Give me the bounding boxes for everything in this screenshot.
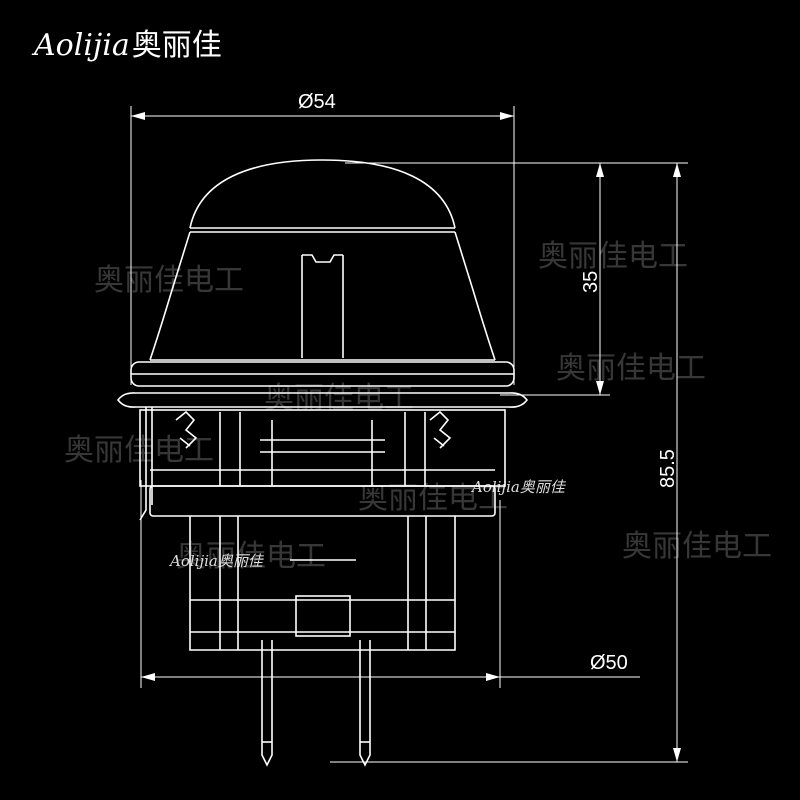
dimension-total-height: 85.5 — [330, 162, 688, 763]
dimension-top-diameter: Ø54 — [130, 91, 515, 385]
lamp-dome — [189, 159, 456, 229]
small-watermark: Aolijia奥丽佳 — [168, 552, 265, 570]
watermark: 奥丽佳电工 — [64, 433, 214, 468]
dimension-label-top-diameter: Ø54 — [298, 91, 336, 113]
brand-logo: Aolijia奥丽佳 — [34, 20, 222, 64]
dimension-label-total-height: 85.5 — [657, 449, 679, 488]
dimension-bottom-diameter: Ø50 — [140, 480, 640, 688]
dimension-label-dome-height: 35 — [580, 271, 602, 293]
dimension-label-bottom-diameter: Ø50 — [590, 652, 628, 674]
dimension-dome-height: 35 — [345, 162, 610, 396]
small-watermark: Aolijia奥丽佳 — [470, 478, 567, 496]
brand-cjk: 奥丽佳 — [131, 28, 222, 63]
lamp-flange — [116, 392, 529, 408]
lamp-drawing — [116, 159, 529, 767]
watermark: 奥丽佳电工 — [556, 351, 706, 386]
brand-latin: Aolijia — [34, 28, 130, 63]
watermark: 奥丽佳电工 — [176, 539, 326, 574]
watermark: 奥丽佳电工 — [94, 263, 244, 298]
watermark: 奥丽佳电工 — [622, 529, 772, 564]
watermark: 奥丽佳电工 — [358, 481, 508, 516]
watermark: 奥丽佳电工 — [538, 239, 688, 274]
